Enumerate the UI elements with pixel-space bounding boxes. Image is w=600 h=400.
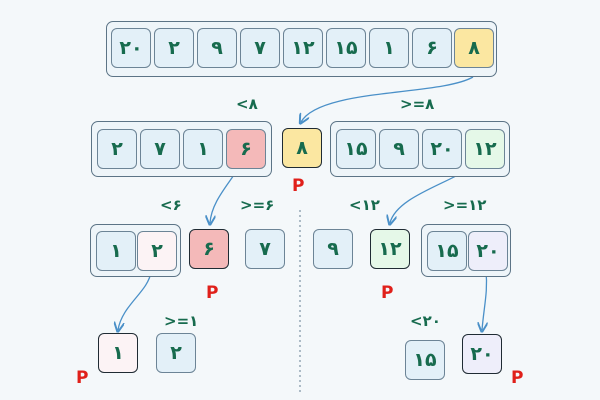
- nine-cell: ۹: [313, 229, 353, 269]
- array-cell: ۹: [379, 129, 419, 169]
- right-partition-2: ۱۵ ۲۰: [421, 224, 511, 277]
- arrow-to-pivot-1: [118, 271, 152, 330]
- array-cell-pivot: ۸: [454, 28, 494, 68]
- array-cell: ۶: [412, 28, 452, 68]
- pivot-1-cell: ۱: [98, 333, 138, 373]
- pivot-6-cell: ۶: [189, 229, 229, 269]
- left-partition-1: ۲ ۷ ۱ ۶: [91, 121, 272, 177]
- array-cell-pivot: ۲۰: [468, 231, 508, 271]
- pivot-8-cell: ۸: [282, 128, 322, 168]
- array-cell: ۱۵: [326, 28, 366, 68]
- two-cell: ۲: [156, 333, 196, 373]
- label-less-than-20: <۲۰: [410, 312, 441, 330]
- array-cell: ۹: [197, 28, 237, 68]
- pivot-12-cell: ۱۲: [370, 229, 410, 269]
- label-less-than-12: <۱۲: [349, 196, 380, 214]
- array-cell: ۱: [183, 129, 223, 169]
- array-cell: ۲۰: [422, 129, 462, 169]
- array-cell: ۷: [240, 28, 280, 68]
- arrow-to-pivot-20: [482, 270, 487, 330]
- pivot-marker: P: [206, 283, 219, 303]
- pivot-20-cell: ۲۰: [462, 334, 502, 374]
- initial-array: ۲۰ ۲ ۹ ۷ ۱۲ ۱۵ ۱ ۶ ۸: [106, 21, 497, 77]
- array-cell: ۱۲: [283, 28, 323, 68]
- array-cell-pivot: ۲: [137, 231, 177, 271]
- pivot-marker: P: [511, 368, 524, 388]
- array-cell: ۱۵: [336, 129, 376, 169]
- pivot-marker: P: [381, 283, 394, 303]
- left-partition-2: ۱ ۲: [90, 224, 181, 277]
- seven-cell: ۷: [245, 229, 285, 269]
- arrow-to-pivot-8: [301, 76, 474, 122]
- array-cell: ۷: [140, 129, 180, 169]
- label-greater-equal-6: >=۶: [240, 196, 275, 214]
- array-cell-pivot: ۶: [226, 129, 266, 169]
- label-greater-equal-12: >=۱۲: [443, 196, 487, 214]
- array-cell-pivot: ۱۲: [465, 129, 505, 169]
- right-partition-1: ۱۵ ۹ ۲۰ ۱۲: [330, 121, 510, 177]
- array-cell: ۲۰: [111, 28, 151, 68]
- pivot-marker: P: [292, 176, 305, 196]
- array-cell: ۱۵: [427, 231, 467, 271]
- array-cell: ۱: [96, 231, 136, 271]
- label-less-than-6: <۶: [160, 196, 182, 214]
- array-cell: ۱: [369, 28, 409, 68]
- fifteen-cell: ۱۵: [405, 340, 445, 380]
- label-less-than-8: <۸: [236, 95, 258, 113]
- array-cell: ۲: [154, 28, 194, 68]
- pivot-marker: P: [76, 368, 89, 388]
- array-cell: ۲: [97, 129, 137, 169]
- label-greater-equal-8: >=۸: [400, 95, 435, 113]
- label-greater-equal-1: >=۱: [164, 312, 199, 330]
